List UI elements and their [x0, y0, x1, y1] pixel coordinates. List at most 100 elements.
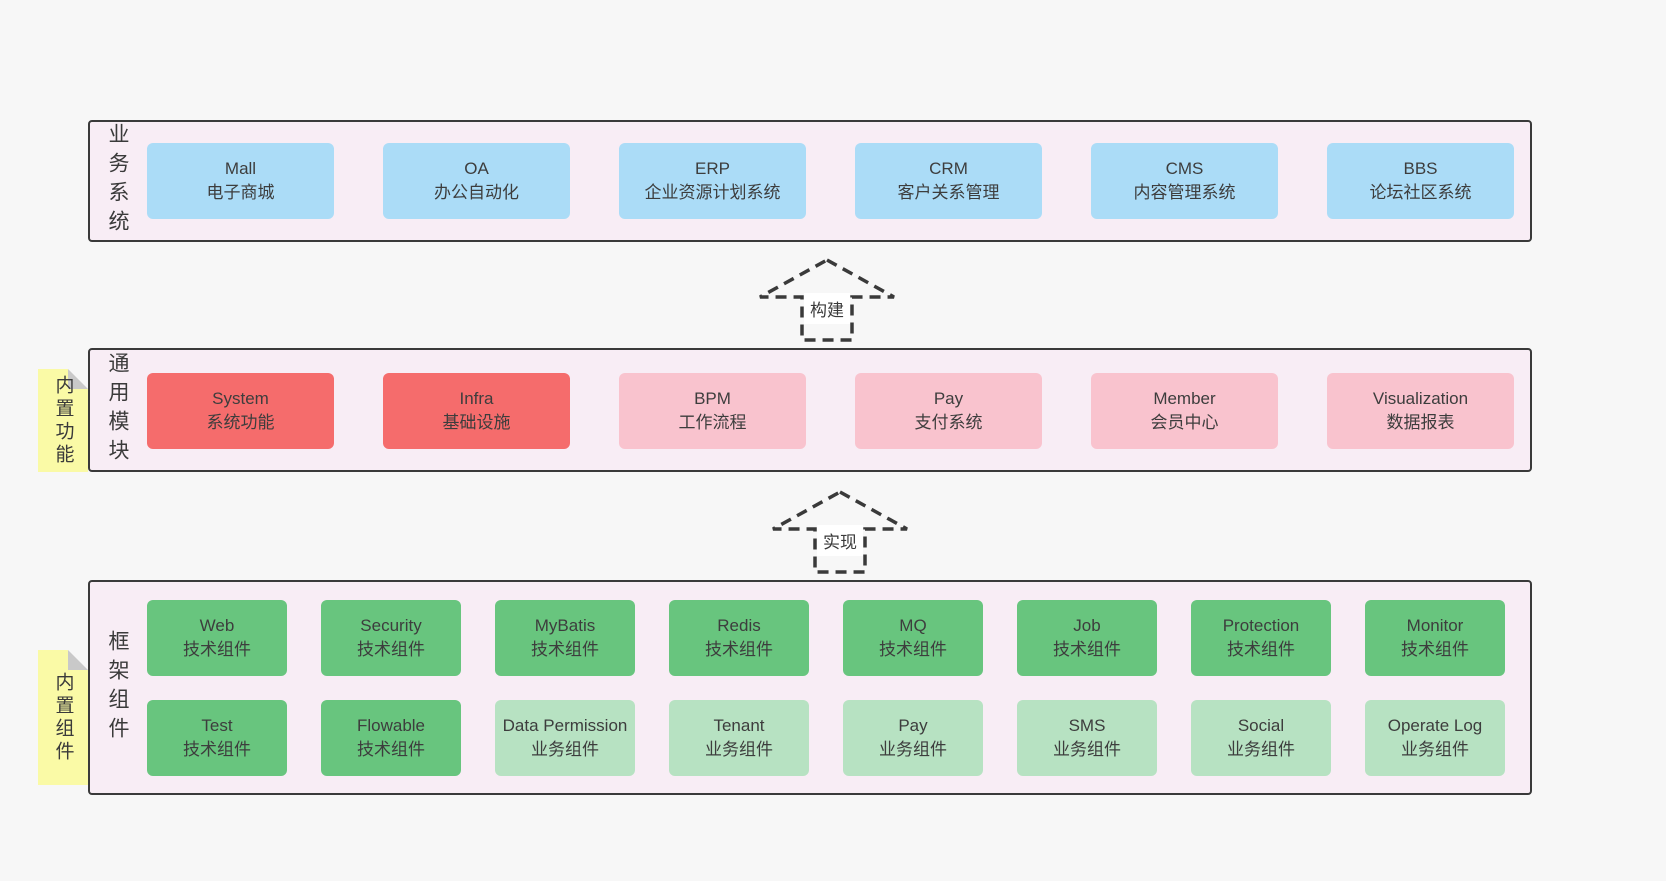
box-erp: ERP 企业资源计划系统	[619, 143, 806, 219]
box-subtitle: 业务组件	[705, 740, 773, 759]
box-subtitle: 数据报表	[1386, 413, 1455, 432]
box-title: Tenant	[713, 715, 765, 735]
box-crm: CRM 客户关系管理	[855, 143, 1042, 219]
box-subtitle: 技术组件	[183, 740, 251, 759]
modules-panel-label: 通用模块	[106, 352, 129, 468]
box-subtitle: 工作流程	[678, 413, 747, 432]
built-in-components-note: 内置组件	[38, 650, 88, 785]
box-subtitle: 技术组件	[705, 640, 773, 659]
box-subtitle: 技术组件	[531, 640, 599, 659]
box-subtitle: 业务组件	[1053, 740, 1121, 759]
box-title: Pay	[898, 715, 928, 735]
box-operate-log: Operate Log 业务组件	[1365, 700, 1505, 776]
box-title: CRM	[929, 158, 968, 178]
box-subtitle: 技术组件	[1053, 640, 1121, 659]
box-title: Redis	[717, 615, 761, 635]
up-arrow-dashed-icon	[759, 258, 895, 342]
box-member: Member 会员中心	[1091, 373, 1278, 449]
build-arrow: 构建	[757, 257, 897, 343]
box-title: Pay	[933, 388, 964, 408]
box-system: System 系统功能	[147, 373, 334, 449]
box-subtitle: 技术组件	[1227, 640, 1295, 659]
box-title: Web	[199, 615, 235, 635]
box-subtitle: 技术组件	[357, 640, 425, 659]
box-title: Visualization	[1372, 388, 1469, 408]
box-pay-component: Pay 业务组件	[843, 700, 983, 776]
box-job: Job 技术组件	[1017, 600, 1157, 676]
box-subtitle: 业务组件	[1227, 740, 1295, 759]
box-subtitle: 业务组件	[879, 740, 947, 759]
box-subtitle: 基础设施	[442, 413, 511, 432]
box-title: ERP	[695, 158, 730, 178]
box-security: Security 技术组件	[321, 600, 461, 676]
box-tenant: Tenant 业务组件	[669, 700, 809, 776]
box-social: Social 业务组件	[1191, 700, 1331, 776]
box-mybatis: MyBatis 技术组件	[495, 600, 635, 676]
box-bpm: BPM 工作流程	[619, 373, 806, 449]
folded-corner-icon	[68, 369, 88, 389]
box-subtitle: 业务组件	[1401, 740, 1469, 759]
box-title: Protection	[1222, 615, 1300, 635]
box-visualization: Visualization 数据报表	[1327, 373, 1514, 449]
modules-boxes-row: System 系统功能 Infra 基础设施 BPM 工作流程 Pay 支付系统…	[147, 373, 1514, 449]
business-boxes-row: Mall 电子商城 OA 办公自动化 ERP 企业资源计划系统 CRM 客户关系…	[147, 143, 1514, 219]
box-mq: MQ 技术组件	[843, 600, 983, 676]
box-subtitle: 技术组件	[183, 640, 251, 659]
box-subtitle: 支付系统	[914, 413, 983, 432]
common-modules-panel: 通用模块 System 系统功能 Infra 基础设施 BPM 工作流程 Pay…	[88, 348, 1532, 472]
box-protection: Protection 技术组件	[1191, 600, 1331, 676]
sticky-note-label: 内置组件	[52, 671, 74, 764]
box-title: BPM	[694, 388, 731, 408]
business-panel-label: 业务系统	[106, 123, 129, 239]
box-monitor: Monitor 技术组件	[1365, 600, 1505, 676]
box-title: BBS	[1403, 158, 1438, 178]
box-title: Data Permission	[502, 715, 628, 735]
box-subtitle: 电子商城	[206, 183, 275, 202]
box-subtitle: 会员中心	[1150, 413, 1219, 432]
box-title: Monitor	[1406, 615, 1464, 635]
box-title: Social	[1237, 715, 1285, 735]
box-subtitle: 业务组件	[531, 740, 599, 759]
box-subtitle: 内容管理系统	[1133, 183, 1236, 202]
box-redis: Redis 技术组件	[669, 600, 809, 676]
sticky-note-label: 内置功能	[52, 374, 74, 467]
framework-components-panel: 框架组件 Web 技术组件 Security 技术组件 MyBatis 技术组件…	[88, 580, 1532, 795]
box-infra: Infra 基础设施	[383, 373, 570, 449]
box-title: Flowable	[356, 715, 426, 735]
box-subtitle: 技术组件	[879, 640, 947, 659]
box-title: Security	[360, 615, 422, 635]
box-title: SMS	[1068, 715, 1106, 735]
box-mall: Mall 电子商城	[147, 143, 334, 219]
box-title: MQ	[899, 615, 927, 635]
framework-row-2: Test 技术组件 Flowable 技术组件 Data Permission …	[147, 700, 1505, 776]
box-title: CMS	[1165, 158, 1204, 178]
box-subtitle: 技术组件	[357, 740, 425, 759]
box-title: Mall	[224, 158, 257, 178]
box-test: Test 技术组件	[147, 700, 287, 776]
box-title: OA	[464, 158, 489, 178]
box-title: Job	[1073, 615, 1101, 635]
framework-row-1: Web 技术组件 Security 技术组件 MyBatis 技术组件 Redi…	[147, 600, 1505, 676]
box-title: Test	[201, 715, 233, 735]
built-in-functions-note: 内置功能	[38, 369, 88, 472]
folded-corner-icon	[68, 650, 88, 670]
box-pay-module: Pay 支付系统	[855, 373, 1042, 449]
box-web: Web 技术组件	[147, 600, 287, 676]
box-subtitle: 办公自动化	[434, 183, 519, 202]
box-subtitle: 企业资源计划系统	[644, 183, 781, 202]
box-subtitle: 技术组件	[1401, 640, 1469, 659]
box-title: System	[212, 388, 269, 408]
box-title: Member	[1153, 388, 1216, 408]
box-title: Operate Log	[1387, 715, 1483, 735]
box-title: Infra	[459, 388, 494, 408]
box-sms: SMS 业务组件	[1017, 700, 1157, 776]
up-arrow-dashed-icon	[772, 490, 908, 574]
framework-panel-label: 框架组件	[106, 629, 129, 746]
business-systems-panel: 业务系统 Mall 电子商城 OA 办公自动化 ERP 企业资源计划系统 CRM…	[88, 120, 1532, 242]
box-cms: CMS 内容管理系统	[1091, 143, 1278, 219]
box-bbs: BBS 论坛社区系统	[1327, 143, 1514, 219]
box-subtitle: 客户关系管理	[897, 183, 1000, 202]
box-subtitle: 论坛社区系统	[1369, 183, 1472, 202]
build-arrow-label: 构建	[804, 293, 850, 325]
box-flowable: Flowable 技术组件	[321, 700, 461, 776]
